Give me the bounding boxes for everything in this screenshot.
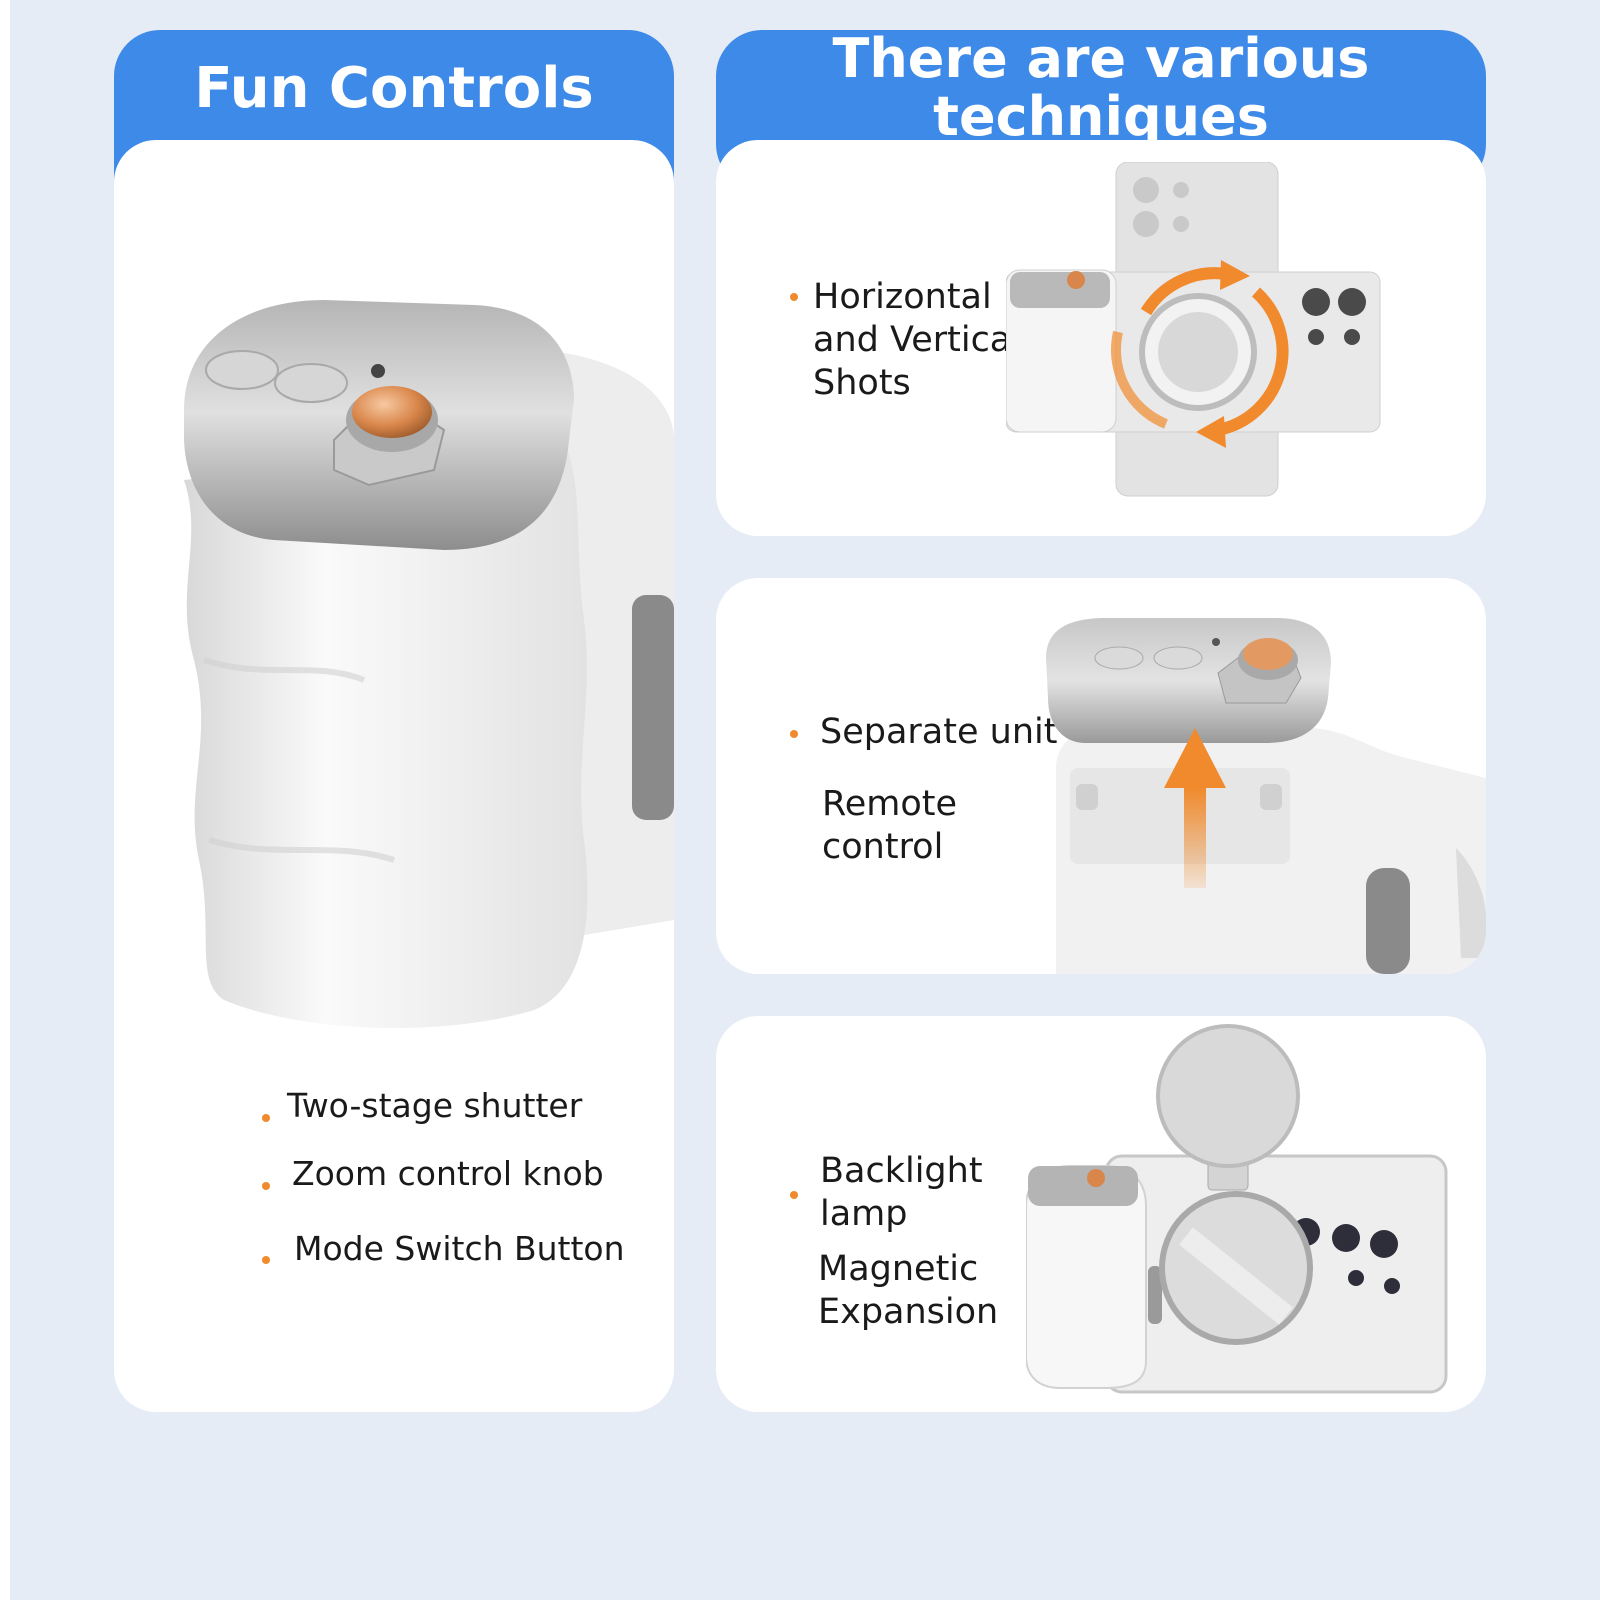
grip-device-image <box>184 300 674 1029</box>
technique-label-magnetic-expansion: Magnetic Expansion <box>818 1249 999 1332</box>
bullet-dot <box>790 730 798 738</box>
technique-label-backlight-lamp: Backlight lamp <box>820 1151 983 1234</box>
bullet-dot <box>262 1114 270 1122</box>
bullet-dot <box>262 1182 270 1190</box>
feature-zoom-control-knob: Zoom control knob <box>292 1154 604 1193</box>
fun-controls-title: Fun Controls <box>194 56 594 121</box>
technique-label-separate-unit: Separate unit <box>820 712 1058 752</box>
techniques-title: There are various techniques <box>832 30 1370 148</box>
up-arrow-icon <box>1046 618 1486 974</box>
feature-two-stage-shutter: Two-stage shutter <box>287 1086 583 1125</box>
bullet-dot <box>262 1256 270 1264</box>
bullet-dot <box>790 293 798 301</box>
fun-controls-card: Two-stage shutter Zoom control knob Mode… <box>114 140 674 1412</box>
technique-label-horizontal-vertical: Horizontal and Vertical Shots <box>813 277 1021 403</box>
magnetic-lamp-icon <box>1026 1024 1448 1394</box>
feature-mode-switch-button: Mode Switch Button <box>294 1229 625 1268</box>
page-edge <box>0 0 10 1600</box>
technique-card-backlight: Backlight lamp Magnetic Expansion <box>716 1016 1486 1412</box>
technique-card-separate-unit: Separate unit Remote control <box>716 578 1486 974</box>
technique-label-remote-control: Remote control <box>822 784 958 867</box>
bullet-dot <box>790 1191 798 1199</box>
rotate-arrows-icon <box>1006 162 1381 497</box>
technique-card-rotation: Horizontal and Vertical Shots <box>716 140 1486 536</box>
